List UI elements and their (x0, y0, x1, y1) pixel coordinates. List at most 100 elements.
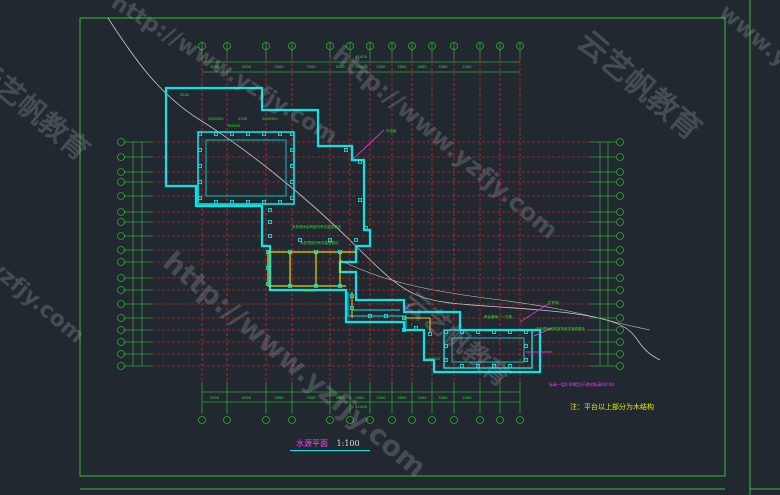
dimension-lines: 3000300045004500300030007500750035003500… (124, 42, 616, 414)
dim-label-top: 4500 (242, 65, 252, 69)
terrain-line-2 (339, 259, 651, 331)
dim-label-top: 3000 (417, 65, 427, 69)
terrain-line (107, 17, 661, 361)
column-post (245, 199, 250, 204)
axis-bubble-top (198, 42, 206, 50)
column-post (491, 329, 496, 334)
column-post (363, 225, 368, 230)
axis-bubble-bottom (326, 416, 334, 424)
axis-bubble-bottom (346, 416, 354, 424)
dim-label-bottom: 3300 (417, 396, 427, 400)
column-post (289, 147, 294, 152)
column-post (267, 233, 272, 238)
column-post (524, 357, 529, 362)
dim-label-total-top: 41400 (355, 54, 368, 59)
dim-label-top: 3300 (438, 65, 448, 69)
column-post (197, 147, 202, 152)
svg-text:2000300: 2000300 (208, 117, 224, 121)
dim-label-bottom: 7500 (306, 396, 316, 400)
axis-bubble-top (326, 42, 334, 50)
annotation-labels: 4500 2000300 4100 2000300 KM200 未处理木结构室内… (180, 93, 585, 361)
svg-text:栏杆规: 栏杆规 (548, 300, 559, 305)
column-post (475, 363, 480, 368)
column-post (197, 195, 202, 200)
column-post (524, 343, 529, 348)
axis-bubble-left (117, 350, 125, 358)
svg-text:承台基础一一方案: 承台基础一一方案 (484, 314, 512, 319)
dim-label-bottom: 2500 (462, 396, 472, 400)
column-post (427, 331, 432, 336)
axis-bubble-right (616, 258, 624, 266)
column-post (197, 179, 202, 184)
column-post (327, 237, 332, 242)
column-post (267, 207, 272, 212)
axis-grid (152, 58, 590, 382)
axis-bubble-bottom (408, 416, 416, 424)
axis-bubble-left (117, 153, 125, 161)
svg-text:KM200: KM200 (304, 289, 316, 293)
axis-bubble-left (117, 286, 125, 294)
east-pavilion-outline (443, 329, 533, 369)
leader-lines (351, 129, 553, 353)
column-post (265, 265, 270, 270)
dim-label-top: 7500 (306, 65, 316, 69)
column-post (197, 163, 202, 168)
dim-label-top: 3500 (335, 65, 345, 69)
axis-bubble-left (117, 178, 125, 186)
column-post (459, 329, 464, 334)
column-post (443, 343, 448, 348)
axis-bubble-top (428, 42, 436, 50)
column-post (353, 237, 358, 242)
axis-bubble-bottom (288, 416, 296, 424)
column-post (289, 195, 294, 200)
column-post (245, 131, 250, 136)
axis-bubble-bottom (428, 416, 436, 424)
pavilion-outline (197, 131, 295, 205)
svg-text:未处理木结构室内有关装修做法: 未处理木结构室内有关装修做法 (536, 326, 585, 331)
dim-label-top: 2500 (376, 65, 386, 69)
dim-label-bottom: 3000 (274, 396, 284, 400)
yellow-corridor (351, 292, 431, 332)
dim-label-bottom: 5000 (355, 396, 365, 400)
axis-bubble-left (117, 232, 125, 240)
axis-bubble-left (117, 208, 125, 216)
svg-text:4500: 4500 (180, 93, 189, 97)
axis-bubble-bottom (388, 416, 396, 424)
axis-bubble-right (616, 326, 624, 334)
dim-label-top: 2500 (462, 65, 472, 69)
axis-bubble-top (388, 42, 396, 50)
axis-bubble-right (616, 350, 624, 358)
column-post (289, 179, 294, 184)
axis-bubble-left (117, 168, 125, 176)
column-post (313, 249, 318, 254)
dim-label-top: 3000 (397, 65, 407, 69)
svg-text:平台板: 平台板 (386, 128, 397, 133)
column-post (443, 357, 448, 362)
axis-bubble-left (117, 314, 125, 322)
svg-text:未处理木结构室内有关装修做法: 未处理木结构室内有关装修做法 (292, 224, 341, 229)
axis-bubble-right (616, 286, 624, 294)
axis-bubble-right (616, 232, 624, 240)
axis-bubble-right (616, 208, 624, 216)
column-post (337, 249, 342, 254)
axis-bubble-right (616, 192, 624, 200)
axis-bubble-left (117, 274, 125, 282)
axis-bubble-left (117, 192, 125, 200)
column-post (229, 131, 234, 136)
dim-label-top: 3000 (210, 65, 220, 69)
axis-bubble-right (616, 218, 624, 226)
axis-bubble-left (117, 300, 125, 308)
column-post (343, 147, 348, 152)
axis-bubble-left (117, 218, 125, 226)
column-post (287, 249, 292, 254)
dim-label-bottom: 3000 (397, 396, 407, 400)
axis-bubble-bottom (450, 416, 458, 424)
elevation-note: 标高一层0.00相当于绝对标高XX.XX (549, 382, 615, 387)
column-post (287, 283, 292, 288)
axis-bubble-top (496, 42, 504, 50)
column-post (277, 131, 282, 136)
column-post (337, 283, 342, 288)
dim-label-top: 3000 (274, 65, 284, 69)
axis-bubble-left (117, 326, 125, 334)
column-post (289, 131, 294, 136)
